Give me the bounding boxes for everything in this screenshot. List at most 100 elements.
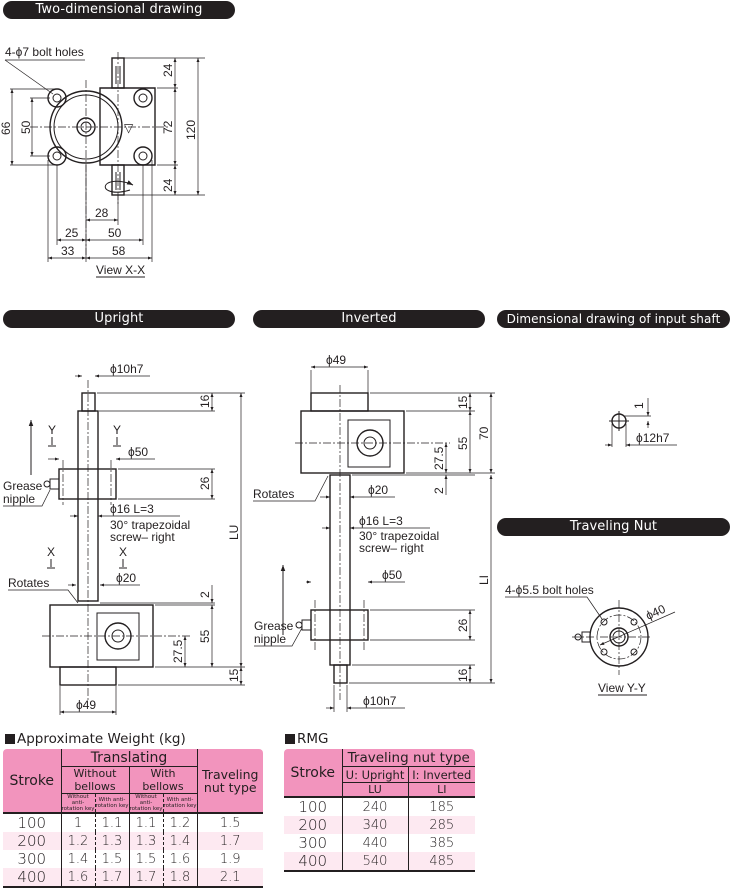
inverted-dim-27-5: 27.5: [432, 446, 446, 470]
rmg-stroke: 100: [284, 797, 342, 816]
weight-value: 1.1: [94, 813, 129, 832]
dim-58: 58: [112, 244, 126, 258]
rmg-col-upright: U: Upright: [341, 766, 408, 783]
rmg-table-title: RMG: [285, 731, 329, 747]
weight-value: 1.5: [94, 850, 129, 868]
upright-screw-spec: ϕ16 L=3: [110, 502, 154, 516]
inverted-drawing: ϕ49 15 55 70 27.5 2 Rotates ϕ20 ϕ16 L=3 …: [253, 353, 495, 712]
rmg-stroke: 300: [284, 834, 342, 852]
upright-dim-lu: LU: [227, 525, 241, 540]
inverted-screw-desc-2: screw– right: [359, 541, 424, 555]
upright-y-mark-left: Y: [48, 423, 56, 437]
weight-row: 400 1.6 1.7 1.7 1.8 2.1: [3, 868, 263, 888]
weight-stroke: 100: [3, 813, 61, 832]
upright-dim-20: ϕ20: [116, 571, 136, 585]
rmg-lu-value: 440: [341, 834, 408, 852]
rmg-li-value: 285: [407, 816, 475, 834]
rmg-stroke: 200: [284, 816, 342, 834]
traveling-nut-bolt-holes-label: 4-ϕ5.5 bolt holes: [505, 583, 594, 597]
weight-stroke: 300: [3, 850, 61, 868]
rmg-row: 300 440 385: [284, 834, 475, 852]
inverted-dim-2: 2: [432, 487, 446, 494]
inverted-screw-spec: ϕ16 L=3: [359, 514, 403, 528]
weight-subcol-with-key-1: With anti-rotation key: [94, 793, 129, 813]
rmg-col-lu: LU: [341, 782, 408, 797]
technical-drawing: ▽ 4-ϕ7 bolt holes 24 72 24 120 66 50: [0, 45, 677, 715]
rmg-lu-value: 540: [341, 852, 408, 872]
weight-col-translating: Translating: [60, 749, 197, 767]
upright-y-mark-right: Y: [113, 423, 121, 437]
weight-col-stroke: Stroke: [3, 749, 61, 813]
rmg-lu-value: 340: [341, 816, 408, 834]
rmg-col-stroke: Stroke: [284, 749, 342, 797]
upright-grease-label-1: Grease: [3, 479, 43, 493]
upright-screw-desc-1: 30° trapezoidal: [110, 518, 190, 532]
weight-table: Stroke Translating Traveling nut type Wi…: [3, 749, 263, 888]
dim-25: 25: [65, 226, 79, 240]
dim-28: 28: [95, 206, 109, 220]
input-shaft-diameter: ϕ12h7: [636, 431, 670, 445]
weight-row: 300 1.4 1.5 1.5 1.6 1.9: [3, 850, 263, 868]
rmg-col-li: LI: [407, 782, 475, 797]
view-xx-mark: ▽: [124, 121, 134, 135]
weight-stroke: 400: [3, 868, 61, 888]
dim-24-top: 24: [161, 63, 175, 77]
upright-dim-27-5: 27.5: [171, 639, 185, 663]
weight-value: 1.7: [196, 832, 263, 850]
weight-value: 1.6: [162, 850, 197, 868]
rmg-row: 400 540 485: [284, 852, 475, 872]
dim-50-horizontal: 50: [108, 226, 122, 240]
weight-value: 1.4: [162, 832, 197, 850]
inverted-dim-20: ϕ20: [368, 483, 388, 497]
inverted-grease-label-2: nipple: [254, 632, 286, 646]
view-yy-caption: View Y-Y: [598, 681, 646, 695]
inverted-grease-label-1: Grease: [254, 619, 294, 633]
weight-row: 200 1.2 1.3 1.3 1.4 1.7: [3, 832, 263, 850]
upright-screw-desc-2: screw– right: [110, 530, 175, 544]
header-input-shaft-end: Dimensional drawing of input shaft end: [497, 310, 730, 344]
traveling-nut-pcd: ϕ40: [644, 602, 668, 623]
weight-value: 1.3: [128, 832, 163, 850]
input-shaft-dim-1: 1: [632, 402, 646, 409]
rmg-row: 200 340 285: [284, 816, 475, 834]
upright-x-mark-left: X: [47, 545, 55, 559]
inverted-shaft-diameter: ϕ10h7: [363, 694, 397, 708]
bullet-square-icon: [285, 734, 295, 744]
weight-subcol-without-key-2: Without anti-rotation key: [128, 793, 163, 813]
weight-subcol-with-key-2: With anti-rotation key: [162, 793, 197, 813]
weight-col-traveling: Traveling nut type: [196, 749, 263, 813]
traveling-nut-drawing: ϕ40 4-ϕ5.5 bolt holes View Y-Y: [505, 583, 676, 696]
weight-value: 1.4: [60, 850, 95, 868]
weight-value: 1.3: [94, 832, 129, 850]
upright-x-mark-right: X: [119, 545, 127, 559]
upright-rotates-label: Rotates: [8, 576, 49, 590]
weight-value: 1.1: [128, 813, 163, 832]
header-traveling-nut: Traveling Nut: [497, 518, 730, 536]
weight-value: 1.5: [128, 850, 163, 868]
header-two-dimensional-drawing: Two-dimensional drawing: [3, 1, 235, 19]
weight-value: 1.5: [196, 813, 263, 832]
upright-dim-49: ϕ49: [76, 698, 96, 712]
upright-shaft-diameter: ϕ10h7: [110, 362, 144, 376]
upright-grease-label-2: nipple: [3, 492, 35, 506]
dim-33: 33: [61, 244, 75, 258]
weight-subcol-without-key-1: Without anti-rotation key: [60, 793, 95, 813]
weight-value: 1.2: [162, 813, 197, 832]
dim-50-vertical: 50: [19, 120, 33, 134]
view-xx-drawing: ▽ 4-ϕ7 bolt holes 24 72 24 120 66 50: [0, 45, 205, 278]
rmg-table-title-text: RMG: [297, 731, 329, 747]
inverted-dim-li: LI: [477, 575, 491, 585]
rmg-col-inverted: I: Inverted: [407, 766, 475, 783]
rmg-li-value: 185: [407, 797, 475, 816]
upright-dim-2: 2: [198, 591, 212, 598]
upright-nut-diameter: ϕ50: [128, 445, 148, 459]
inverted-dim-26: 26: [456, 618, 470, 632]
inverted-rotates-label: Rotates: [253, 487, 294, 501]
upright-dim-55: 55: [198, 629, 212, 643]
dim-120: 120: [184, 120, 198, 140]
rmg-stroke: 400: [284, 852, 342, 872]
upright-dim-15: 15: [227, 668, 241, 682]
inverted-dim-15: 15: [456, 395, 470, 409]
rmg-li-value: 385: [407, 834, 475, 852]
weight-table-title-text: Approximate Weight (kg): [17, 731, 186, 747]
